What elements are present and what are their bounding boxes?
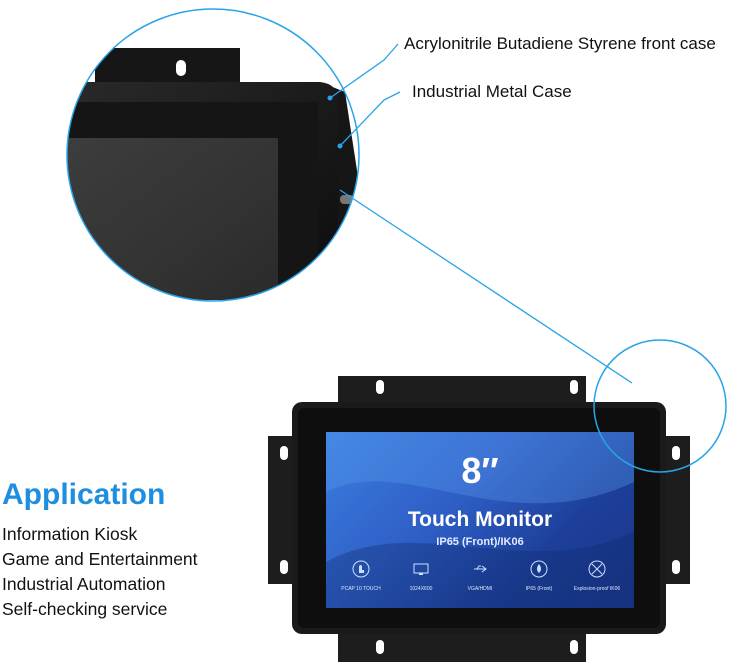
monitor-product: 8″ Touch Monitor IP65 (Front)/IK06 PCAP … <box>268 370 690 666</box>
feature-usb-hdmi: VGA/HDMI <box>445 560 515 592</box>
feature-touch: PCAP 10 TOUCH <box>326 560 396 592</box>
application-item: Industrial Automation <box>2 574 166 594</box>
explosion-proof-icon <box>588 560 606 578</box>
feature-row: PCAP 10 TOUCH 1024X600 VGA/HDMI IP65 (Fr… <box>338 560 622 600</box>
usb-hdmi-icon <box>474 565 487 573</box>
screen-rating-label: IP65 (Front)/IK06 <box>436 536 524 548</box>
application-item: Information Kiosk <box>2 524 138 544</box>
screen-size-label: 8″ <box>461 450 499 491</box>
screen-wave-decoration <box>326 432 634 608</box>
touch-icon <box>352 560 370 578</box>
application-heading: Application <box>2 478 166 511</box>
bracket-hole <box>176 60 186 76</box>
corner-highlight-circle <box>593 339 727 473</box>
resolution-icon <box>413 563 429 575</box>
application-item: Game and Entertainment <box>2 549 198 569</box>
application-item: Self-checking service <box>2 599 168 619</box>
feature-explosion-proof: Explosion-proof IK06 <box>562 560 632 592</box>
feature-resolution: 1024X600 <box>386 560 456 592</box>
monitor-screen: 8″ Touch Monitor IP65 (Front)/IK06 PCAP … <box>326 432 634 608</box>
waterproof-icon <box>530 560 548 578</box>
feature-waterproof: IP65 (Front) <box>504 560 574 592</box>
screen-product-label: Touch Monitor <box>407 508 553 531</box>
application-list: Information Kiosk Game and Entertainment… <box>2 522 198 622</box>
callout-front-case: Acrylonitrile Butadiene Styrene front ca… <box>404 34 716 53</box>
callout-metal-case: Industrial Metal Case <box>412 82 572 101</box>
